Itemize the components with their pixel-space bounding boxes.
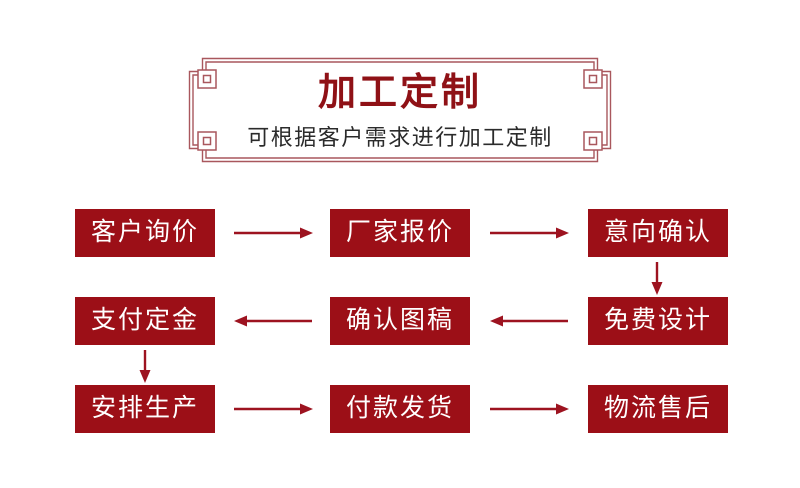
step-free-design: 免费设计 [588,297,728,345]
decorative-frame [188,57,612,163]
page-subtitle: 可根据客户需求进行加工定制 [247,125,553,150]
arrow-payment-to-logistics [490,403,569,415]
arrow-artwork-to-deposit [234,315,312,327]
arrow-deposit-to-production [139,350,151,383]
step-arrange-production: 安排生产 [75,385,215,433]
arrow-production-to-payment [234,403,313,415]
step-pay-deposit: 支付定金 [75,297,215,345]
step-intent-confirm: 意向确认 [588,209,728,257]
arrow-inquiry-to-quote [234,227,313,239]
frame-corner-ornaments [197,69,603,151]
step-logistics-aftersales: 物流售后 [588,385,728,433]
page-title: 加工定制 [317,72,482,114]
step-payment-shipping: 付款发货 [330,385,470,433]
step-customer-inquiry: 客户询价 [75,209,215,257]
step-confirm-artwork: 确认图稿 [330,297,470,345]
arrow-intent-to-design [651,262,663,295]
step-factory-quote: 厂家报价 [330,209,470,257]
arrow-quote-to-intent [490,227,569,239]
arrow-design-to-artwork [490,315,568,327]
